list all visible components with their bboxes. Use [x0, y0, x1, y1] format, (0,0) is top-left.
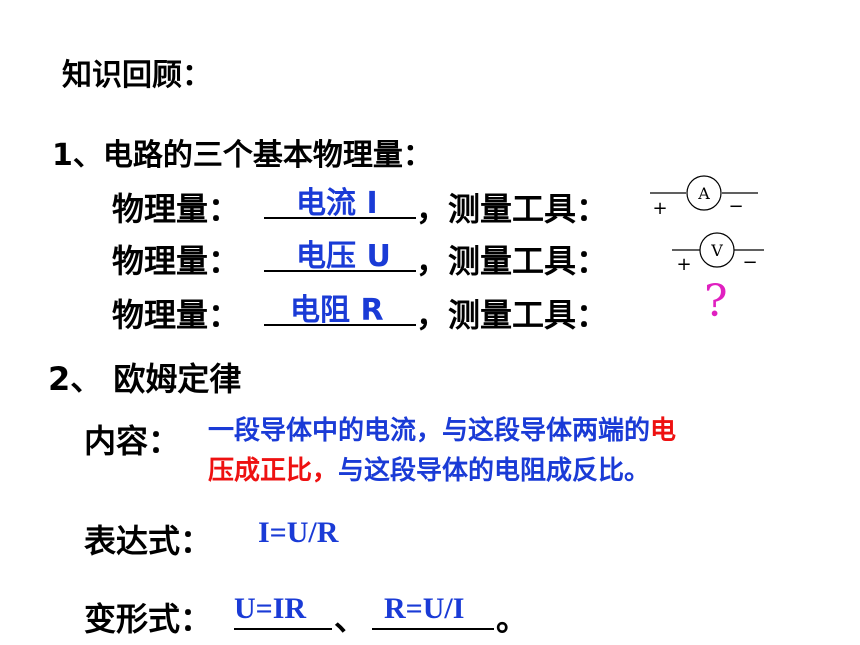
row-2-label: 物理量：: [112, 242, 241, 280]
ammeter-plus: +: [652, 198, 667, 219]
voltmeter-plus: +: [676, 254, 691, 275]
row-1-answer: 电流 I: [296, 186, 378, 221]
content-line-2-red: 压成正比，: [208, 456, 339, 486]
voltmeter-symbol: V: [710, 241, 723, 260]
variant-1: U=IR: [234, 592, 307, 625]
variant-label: 变形式：: [84, 600, 213, 638]
content-line-1-red: 电: [650, 416, 677, 446]
content-line-2-blue: 与这段导体的电阻成反比。: [338, 456, 651, 486]
ammeter-icon: A + −: [650, 175, 758, 219]
row-1-tool-label: ，测量工具：: [416, 190, 609, 228]
content-line-1-blue: 一段导体中的电流，与这段导体两端的: [208, 416, 651, 446]
row-2-answer: 电压 U: [296, 239, 391, 274]
variant-end: 。: [496, 600, 529, 638]
variant-separator: 、: [334, 600, 367, 638]
row-3-answer: 电阻 R: [290, 293, 384, 328]
section-1-heading: 1、电路的三个基本物理量：: [52, 138, 433, 173]
section-2-heading: 2、 欧姆定律: [48, 360, 242, 398]
ammeter-symbol: A: [697, 184, 710, 203]
ammeter-minus: −: [728, 196, 743, 217]
content-label: 内容：: [84, 422, 181, 460]
row-2-tool-label: ，测量工具：: [416, 242, 609, 280]
question-mark-icon: ?: [704, 276, 728, 327]
formula: I=U/R: [258, 516, 339, 549]
row-2-blank: [264, 270, 416, 272]
content-line-1: 一段导体中的电流，与这段导体两端的电: [208, 410, 676, 447]
voltmeter-icon: V + −: [672, 232, 764, 275]
row-3-label: 物理量：: [112, 296, 241, 334]
row-1-blank: [264, 217, 416, 219]
content-line-2: 压成正比，与这段导体的电阻成反比。: [208, 450, 650, 487]
voltmeter-minus: −: [742, 252, 757, 273]
row-3-blank: [264, 324, 416, 326]
formula-label: 表达式：: [84, 522, 213, 560]
page-title: 知识回顾：: [62, 58, 212, 93]
row-3-tool-label: ，测量工具：: [416, 296, 609, 334]
variant-2-blank: [372, 628, 494, 630]
row-1-label: 物理量：: [112, 190, 241, 228]
variant-2: R=U/I: [384, 592, 465, 625]
variant-1-blank: [234, 628, 332, 630]
